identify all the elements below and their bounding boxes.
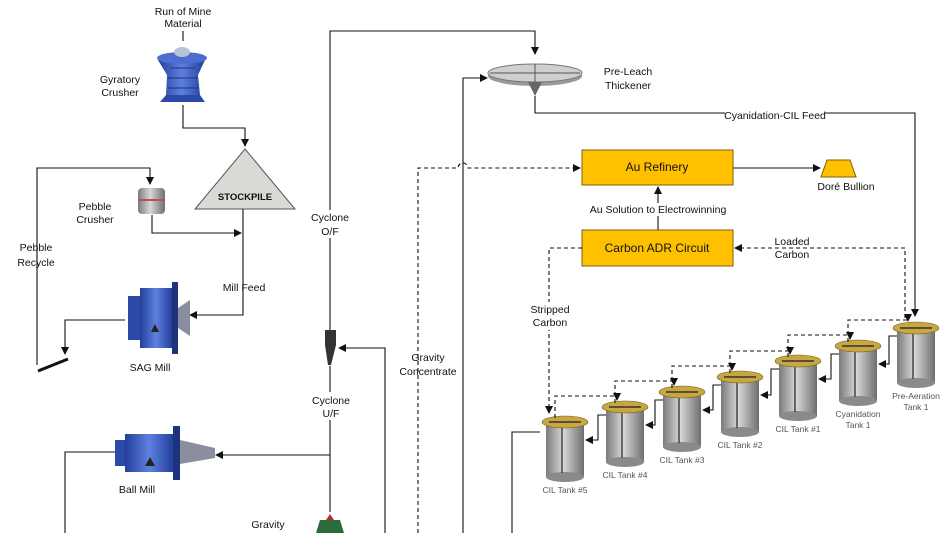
tank-label: CIL Tank #1 bbox=[776, 424, 821, 434]
screen-icon bbox=[37, 357, 69, 373]
sag-discharge-line bbox=[61, 319, 125, 355]
pebble-crusher-icon bbox=[138, 188, 165, 214]
tank-2: CIL Tank #4 bbox=[601, 400, 649, 480]
tank-4: CIL Tank #2 bbox=[716, 370, 764, 450]
cyclone-uf-label-1: Cyclone bbox=[312, 395, 350, 407]
slurry-flow-line bbox=[878, 335, 897, 368]
cyclone-icon bbox=[325, 330, 336, 365]
tank-label-2: Tank 1 bbox=[845, 420, 870, 430]
pebble-crusher-to-feed-line bbox=[151, 215, 242, 237]
carbon-transfer-line bbox=[671, 363, 736, 388]
carbon-transfer-line bbox=[847, 314, 912, 342]
carbon-transfer-line bbox=[614, 378, 678, 403]
gyratory-label-1: Gyratory bbox=[100, 74, 141, 86]
carbon-transfer-line bbox=[729, 347, 794, 373]
gyratory-crusher-icon bbox=[157, 47, 207, 102]
tank-label: CIL Tank #3 bbox=[660, 455, 705, 465]
stockpile-shape bbox=[193, 148, 297, 210]
gravity-concentrator-icon bbox=[316, 520, 344, 533]
ball-mill-discharge-line bbox=[64, 451, 115, 533]
cil-tails-line bbox=[511, 431, 540, 533]
au-solution-label: Au Solution to Electrowinning bbox=[590, 204, 727, 216]
carbon-transfer-line bbox=[787, 332, 854, 357]
thickener-label-1: Pre-Leach bbox=[604, 66, 653, 78]
carbon-transfer-line bbox=[554, 393, 621, 418]
mill-feed-label: Mill Feed bbox=[223, 282, 266, 294]
thickener-label-2: Thickener bbox=[605, 80, 652, 92]
pebble-crusher-label-2: Crusher bbox=[76, 214, 114, 226]
cil-tank-train: CIL Tank #5 CIL Tank #4 CIL Tank #3 CIL Tan… bbox=[541, 314, 940, 495]
gravity-tails-to-thickener-line bbox=[462, 74, 488, 533]
dore-label: Doré Bullion bbox=[817, 181, 874, 193]
slurry-flow-line bbox=[645, 399, 663, 429]
tank-label: CIL Tank #2 bbox=[718, 440, 763, 450]
pebble-recycle-label-2: Recycle bbox=[17, 257, 55, 269]
au-refinery-label: Au Refinery bbox=[626, 160, 689, 174]
mill-feed-line bbox=[189, 209, 244, 319]
dore-bullion-icon bbox=[820, 159, 857, 178]
gravity-concentrate-label-2: Concentrate bbox=[399, 366, 456, 378]
tank-1: CIL Tank #5 bbox=[541, 415, 589, 495]
slurry-flow-line bbox=[702, 384, 721, 414]
cyclone-overflow-line bbox=[329, 30, 539, 330]
tank-label: Cyanidation bbox=[836, 409, 881, 419]
pebble-recycle-label-1: Pebble bbox=[20, 242, 53, 254]
carbon-adr-label: Carbon ADR Circuit bbox=[605, 241, 710, 255]
pebble-recycle-line bbox=[36, 167, 154, 365]
stockpile-label: STOCKPILE bbox=[218, 192, 272, 203]
feed-label-2: Material bbox=[164, 18, 201, 30]
cyclone-uf-label-2: U/F bbox=[323, 408, 340, 420]
sag-mill-label: SAG Mill bbox=[130, 362, 171, 374]
slurry-flow-line bbox=[760, 368, 779, 399]
tank-label: CIL Tank #4 bbox=[603, 470, 648, 480]
gravity-concentrate-return-line bbox=[338, 344, 386, 533]
sag-mill-icon bbox=[128, 282, 190, 354]
tank-label: CIL Tank #5 bbox=[543, 485, 588, 495]
tank-label: Pre-Aeration bbox=[892, 391, 940, 401]
stripped-carbon-line bbox=[545, 247, 582, 414]
gravity-label: Gravity bbox=[251, 519, 285, 531]
stripped-carbon-label-2: Carbon bbox=[533, 317, 568, 329]
tank-label-2: Tank 1 bbox=[903, 402, 928, 412]
stripped-carbon-label-1: Stripped bbox=[530, 304, 569, 316]
cyclone-of-label-2: O/F bbox=[321, 226, 339, 238]
gyratory-label-2: Crusher bbox=[101, 87, 139, 99]
cil-feed-label: Cyanidation-CIL Feed bbox=[724, 110, 826, 122]
tank-5: CIL Tank #1 bbox=[774, 354, 822, 434]
pebble-crusher-label-1: Pebble bbox=[79, 201, 112, 213]
ball-mill-label: Ball Mill bbox=[119, 484, 155, 496]
au-refinery-box bbox=[581, 149, 734, 186]
loaded-carbon-label-1: Loaded bbox=[774, 236, 809, 248]
cyclone-of-label-1: Cyclone bbox=[311, 212, 349, 224]
loaded-carbon-line bbox=[734, 244, 906, 318]
crusher-to-stockpile-line bbox=[182, 105, 249, 147]
ball-mill-icon bbox=[115, 426, 215, 480]
gravity-concentrate-label-1: Gravity bbox=[411, 352, 445, 364]
slurry-flow-line bbox=[585, 414, 606, 444]
feed-label-1: Run of Mine bbox=[155, 6, 212, 18]
loaded-carbon-label-2: Carbon bbox=[775, 249, 810, 261]
tank-3: CIL Tank #3 bbox=[658, 385, 706, 465]
slurry-flow-line bbox=[818, 353, 839, 383]
thickener-icon bbox=[487, 63, 583, 96]
